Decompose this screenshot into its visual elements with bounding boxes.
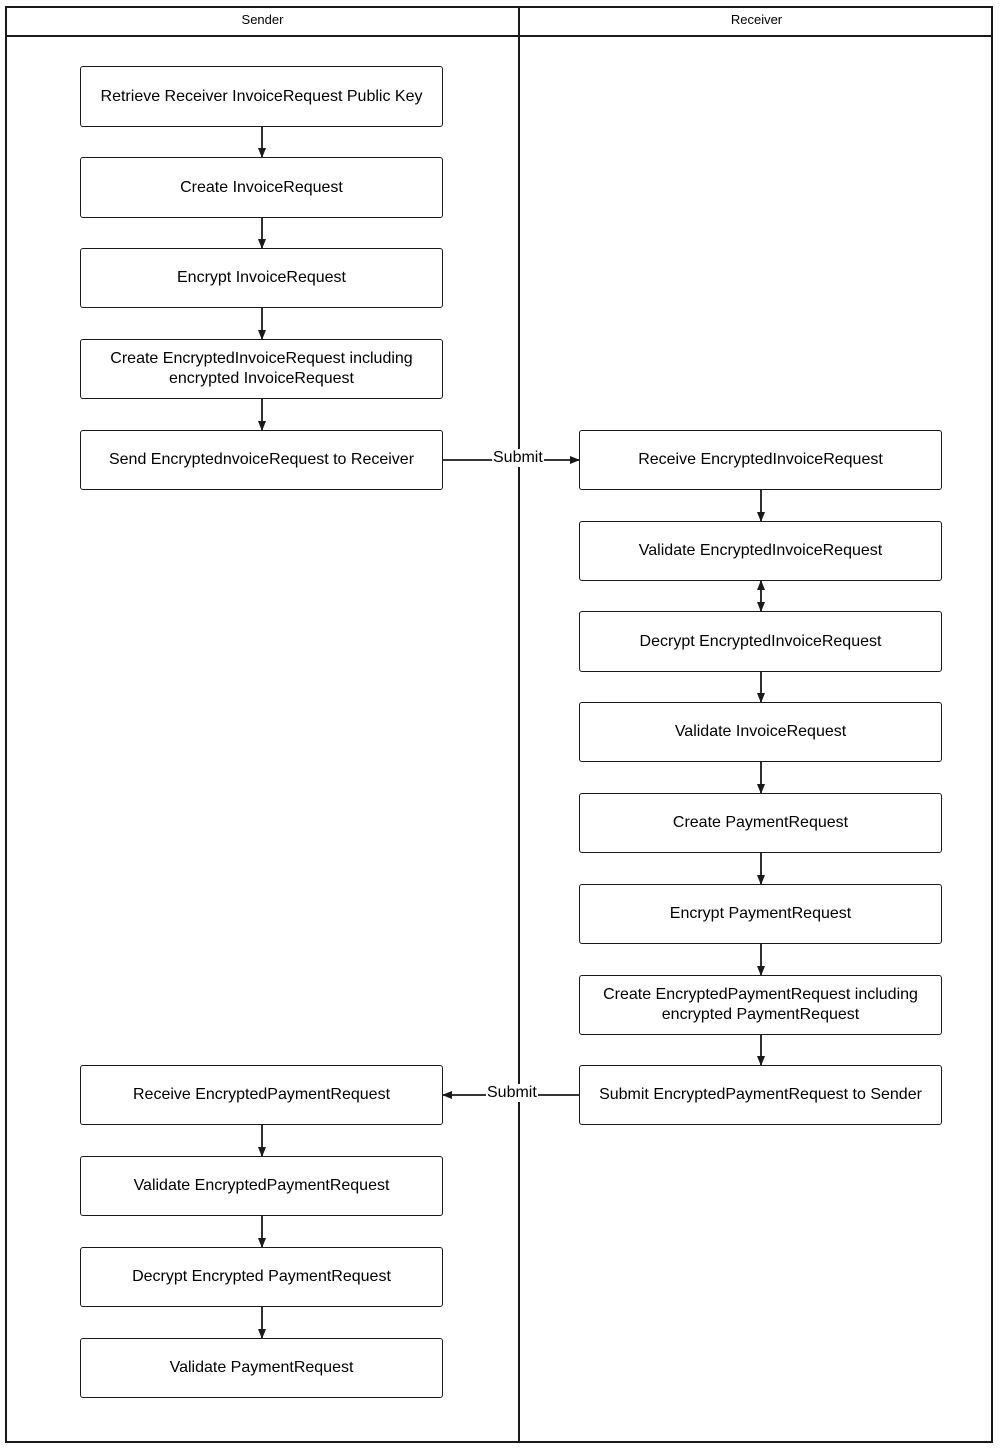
step-create-encryptedinvoicerequest: Create EncryptedInvoiceRequest including… (80, 339, 443, 399)
step-create-encryptedpaymentrequest: Create EncryptedPaymentRequest including… (579, 975, 942, 1035)
step-validate-paymentrequest: Validate PaymentRequest (80, 1338, 443, 1398)
lane-header-divider (5, 35, 993, 37)
step-send-encryptedinvoicerequest: Send EncryptednvoiceRequest to Receiver (80, 430, 443, 490)
step-submit-encryptedpaymentrequest: Submit EncryptedPaymentRequest to Sender (579, 1065, 942, 1125)
step-receive-encryptedpaymentrequest: Receive EncryptedPaymentRequest (80, 1065, 443, 1125)
step-retrieve-public-key: Retrieve Receiver InvoiceRequest Public … (80, 66, 443, 127)
step-encrypt-invoicerequest: Encrypt InvoiceRequest (80, 248, 443, 308)
step-create-paymentrequest: Create PaymentRequest (579, 793, 942, 853)
step-validate-encryptedpaymentrequest: Validate EncryptedPaymentRequest (80, 1156, 443, 1216)
step-receive-encryptedinvoicerequest: Receive EncryptedInvoiceRequest (579, 430, 942, 490)
step-decrypt-encryptedinvoicerequest: Decrypt EncryptedInvoiceRequest (579, 611, 942, 672)
step-decrypt-encrypted-paymentrequest: Decrypt Encrypted PaymentRequest (80, 1247, 443, 1307)
edge-label-submit-to-receiver: Submit (492, 449, 544, 467)
lane-title-sender: Sender (241, 12, 284, 27)
step-encrypt-paymentrequest: Encrypt PaymentRequest (579, 884, 942, 944)
step-create-invoicerequest: Create InvoiceRequest (80, 157, 443, 218)
lane-title-receiver: Receiver (730, 12, 783, 27)
diagram-frame (5, 6, 993, 1443)
lane-divider (518, 6, 520, 1443)
step-validate-encryptedinvoicerequest: Validate EncryptedInvoiceRequest (579, 521, 942, 581)
edge-label-submit-to-sender: Submit (486, 1084, 538, 1102)
step-validate-invoicerequest: Validate InvoiceRequest (579, 702, 942, 762)
